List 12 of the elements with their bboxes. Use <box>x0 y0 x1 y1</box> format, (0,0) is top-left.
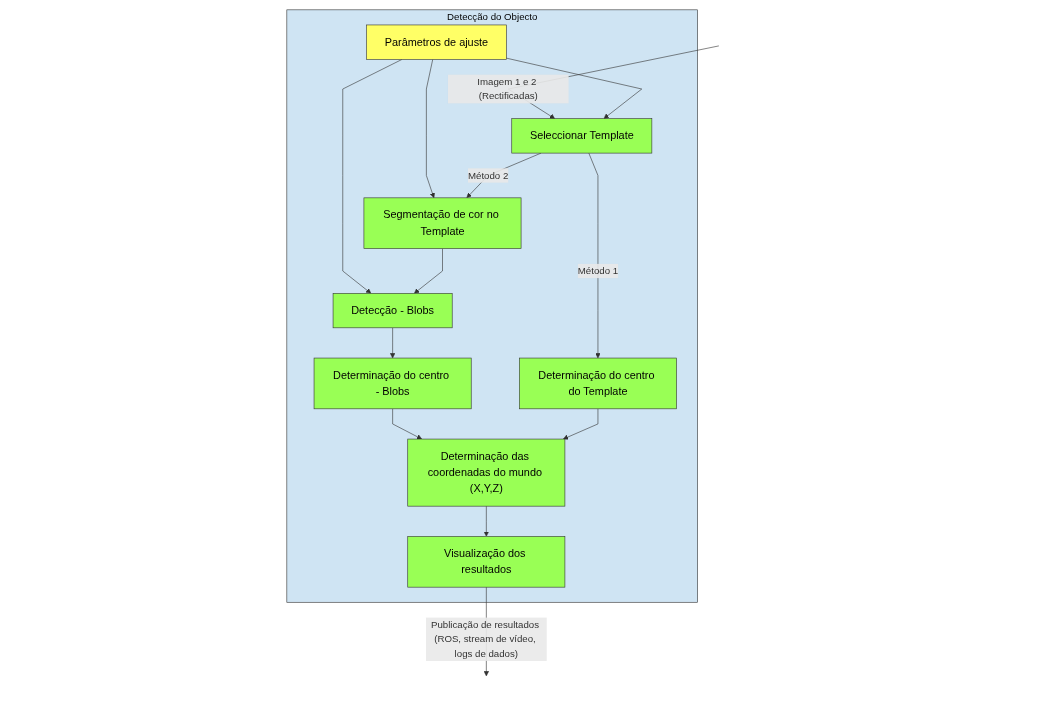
node-box: Seleccionar Template <box>510 118 652 154</box>
node-box: Determinação das coordenadas do mundo (X,Y,Z) <box>406 438 565 507</box>
node-box: Parâmetros de ajuste <box>365 24 507 60</box>
node-box: Detecção - Blobs <box>332 293 452 329</box>
edge-label: Publicação de resultados (ROS, stream de vídeo, logs de dados) <box>430 619 539 659</box>
node-box: Determinação do centro do Template <box>518 357 677 410</box>
edge-label: Método 2 <box>467 170 508 181</box>
edge-label: Imagem 1 e 2 (Rectificadas) <box>476 76 538 102</box>
edge-label: Método 1 <box>577 265 618 276</box>
node-box: Visualização dos resultados <box>406 536 565 588</box>
node-box: Segmentação de cor no Template <box>363 197 521 249</box>
node-box: Determinação do centro - Blobs <box>313 357 472 410</box>
